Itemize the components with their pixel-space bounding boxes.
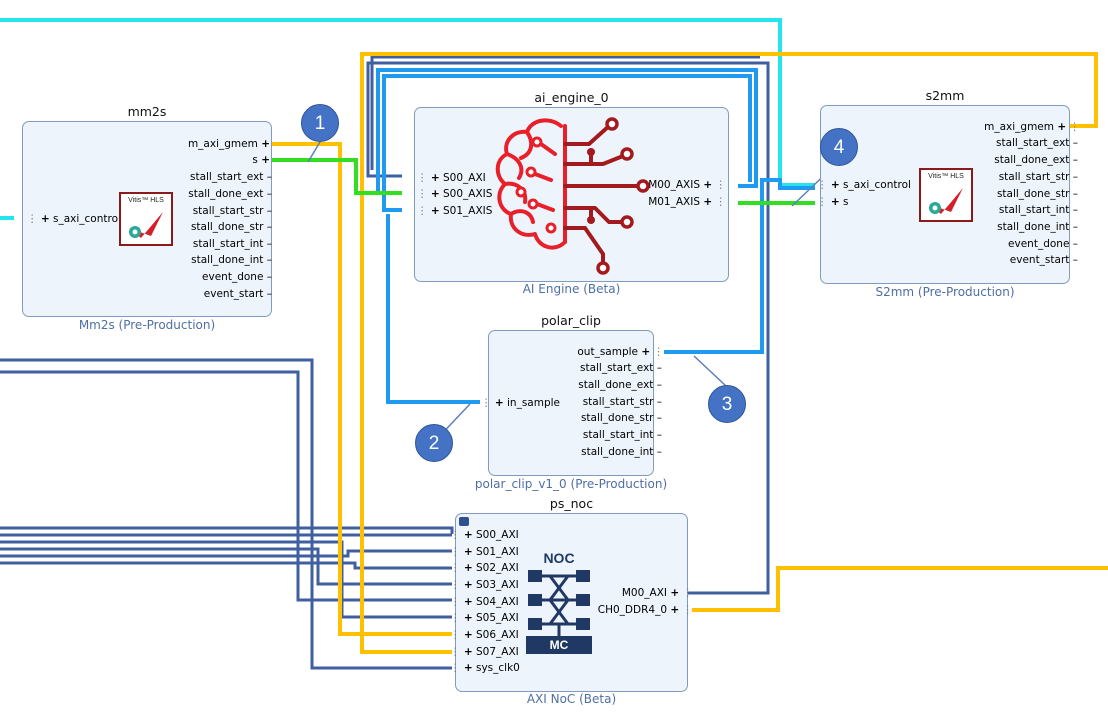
polar-clip-port[interactable]: stall_start_str – (582, 396, 662, 408)
ai-engine-port-s00-axis[interactable]: ⋮ + S00_AXIS (417, 188, 493, 200)
mm2s-port-s[interactable]: s + (252, 154, 270, 166)
polar-clip-port-in-sample[interactable]: ⋮ + in_sample (481, 397, 560, 409)
polar-clip-port[interactable]: stall_start_int – (582, 429, 662, 441)
ai-engine-port-s01-axis[interactable]: ⋮ + S01_AXIS (417, 205, 493, 217)
mm2s-port[interactable]: stall_start_int – (192, 238, 272, 250)
ai-engine-title: ai_engine_0 (534, 90, 609, 105)
noc-bus-wires[interactable] (0, 55, 770, 670)
ai-engine-port-s00-axi[interactable]: ⋮ + S00_AXI (417, 172, 486, 184)
ps-noc-port-s07-axi[interactable]: ⋮ + S07_AXI (450, 646, 519, 658)
ai-engine-port-m00-axis[interactable]: M00_AXIS + ⋮ (648, 179, 726, 191)
mm2s-port[interactable]: stall_done_str – (190, 221, 272, 233)
s2mm-port[interactable]: stall_done_str – (996, 188, 1078, 200)
polar-clip-subtitle: polar_clip_v1_0 (Pre-Production) (474, 477, 668, 491)
callout-1: 1 (301, 104, 339, 142)
ps-noc-port-s06-axi[interactable]: ⋮ + S06_AXI (450, 629, 519, 641)
active-stream-wires[interactable] (270, 158, 815, 205)
collapse-icon[interactable] (459, 517, 469, 526)
mm2s-port-s-axi-control[interactable]: ⋮ + s_axi_control (27, 213, 121, 225)
ps-noc-port-s02-axi[interactable]: ⋮ + S02_AXI (450, 562, 519, 574)
mm2s-port[interactable]: stall_done_int – (191, 254, 272, 266)
polar-clip-port[interactable]: stall_done_int – (581, 446, 662, 458)
ps-noc-port-s05-axi[interactable]: ⋮ + S05_AXI (450, 612, 519, 624)
polar-clip-port[interactable]: stall_done_ext – (578, 379, 662, 391)
mm2s-subtitle: Mm2s (Pre-Production) (78, 318, 216, 332)
ps-noc-port-ch0-ddr4[interactable]: CH0_DDR4_0 + ⋮ (597, 604, 693, 616)
callout-2: 2 (415, 424, 453, 462)
mm2s-title: mm2s (127, 104, 167, 119)
ps-noc-port-s01-axi[interactable]: ⋮ + S01_AXI (450, 546, 519, 558)
mm2s-port[interactable]: stall_start_str – (192, 205, 272, 217)
vitis-hls-logo: Vitis™ HLS (119, 192, 173, 246)
ps-noc-port-s04-axi[interactable]: ⋮ + S04_AXI (450, 596, 519, 608)
s2mm-port[interactable]: event_done – (1008, 238, 1078, 250)
callout-4: 4 (820, 128, 858, 166)
ps-noc-port-s00-axi[interactable]: ⋮ + S00_AXI (450, 529, 519, 541)
polar-clip-port-out-sample[interactable]: out_sample + ⋮ (577, 346, 664, 358)
polar-clip-block[interactable]: ⋮ + in_sample (481, 330, 654, 476)
hls-chevron-icon (129, 212, 163, 238)
polar-clip-title: polar_clip (541, 313, 601, 328)
ai-engine-port-m01-axis[interactable]: M01_AXIS + ⋮ (648, 196, 726, 208)
s2mm-subtitle: S2mm (Pre-Production) (875, 285, 1015, 299)
s2mm-port[interactable]: stall_start_ext – (995, 137, 1078, 149)
s2mm-port[interactable]: stall_start_int – (998, 204, 1078, 216)
polar-clip-port[interactable]: stall_done_str – (580, 412, 662, 424)
s2mm-port-s-axi-control[interactable]: ⋮ + s_axi_control (817, 179, 911, 191)
ai-engine-block[interactable]: ⋮ + S00_AXI ⋮ + S00_AXIS ⋮ + S01_AXIS M0… (414, 107, 729, 282)
ps-noc-port-s03-axi[interactable]: ⋮ + S03_AXI (450, 579, 519, 591)
mm2s-port[interactable]: event_start – (203, 288, 272, 300)
ps-noc-title: ps_noc (549, 496, 594, 511)
mm2s-port-m-axi-gmem[interactable]: m_axi_gmem + (187, 138, 270, 150)
ai-brain-icon (495, 117, 650, 275)
s2mm-title: s2mm (925, 88, 965, 103)
s2mm-port[interactable]: stall_start_str – (998, 171, 1078, 183)
s2mm-port[interactable]: event_start – (1009, 254, 1078, 266)
s2mm-block[interactable]: ⋮ + s_axi_control ⋮ + s Vitis™ HLS (817, 105, 1070, 284)
ps-noc-subtitle: AXI NoC (Beta) (526, 692, 617, 706)
axi-mm-wires[interactable] (270, 52, 1108, 654)
polar-clip-port[interactable]: stall_start_ext – (579, 362, 662, 374)
callout-3: 3 (708, 385, 746, 423)
ps-noc-port-sys-clk0[interactable]: ⋮ + sys_clk0 (450, 662, 520, 674)
mm2s-port[interactable]: event_done – (202, 271, 272, 283)
control-wires[interactable] (0, 18, 815, 220)
vitis-hls-logo: Vitis™ HLS (919, 168, 973, 222)
axis-wires[interactable] (376, 68, 815, 404)
mm2s-block[interactable]: ⋮ + s_axi_control Vitis™ HLS (22, 121, 272, 317)
noc-icon: NOC MC (526, 550, 592, 654)
s2mm-port[interactable]: stall_done_int – (997, 221, 1078, 233)
s2mm-port-m-axi-gmem[interactable]: m_axi_gmem + ⋮ (984, 121, 1080, 133)
s2mm-port[interactable]: stall_done_ext – (994, 154, 1078, 166)
ps-noc-block[interactable]: ⋮ + S00_AXI ⋮ + S01_AXI ⋮ + S02_AXI ⋮ + … (450, 513, 693, 692)
s2mm-port-s[interactable]: ⋮ + s (817, 196, 849, 208)
mm2s-port[interactable]: stall_done_ext – (188, 188, 272, 200)
hls-chevron-icon (929, 188, 963, 214)
ps-noc-port-m00-axi[interactable]: M00_AXI + ⋮ (621, 587, 693, 599)
mm2s-port[interactable]: stall_start_ext – (189, 171, 272, 183)
ai-engine-subtitle: AI Engine (Beta) (522, 282, 621, 296)
